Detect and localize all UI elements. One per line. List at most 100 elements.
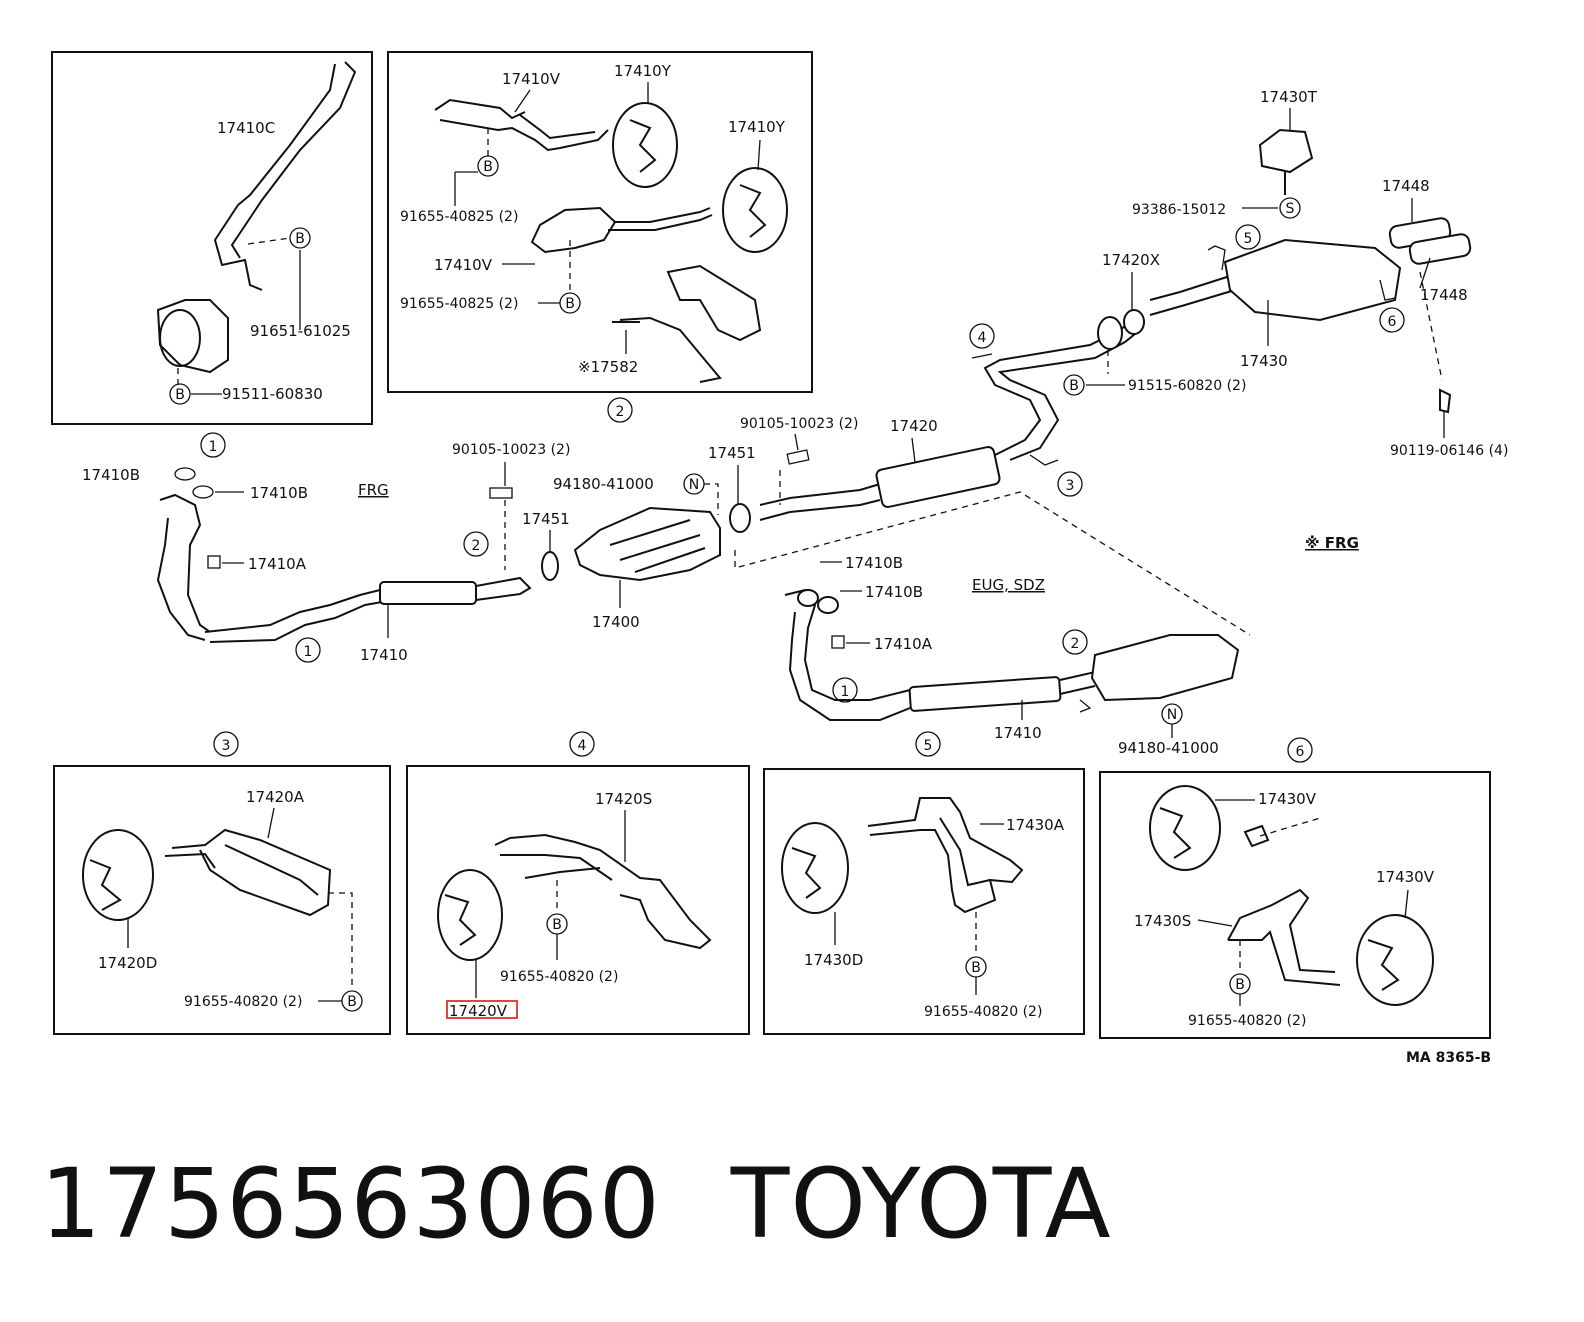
label-17420: 17420 bbox=[890, 417, 938, 435]
bracket-17430s-drawing bbox=[1149, 785, 1434, 1006]
label-17410a: 17410A bbox=[874, 635, 933, 653]
label-17420d: 17420D bbox=[98, 954, 157, 972]
callout-number: 5 bbox=[924, 738, 933, 754]
exhaust-parts-diagram: 17410C B 91651-61025 B 91511-60830 1 174… bbox=[51, 51, 1508, 1066]
callout-number: 1 bbox=[841, 684, 850, 700]
callout-number: 5 bbox=[1244, 231, 1253, 247]
label-17410a: 17410A bbox=[248, 555, 307, 573]
exhaust-assembly-main bbox=[156, 128, 1472, 643]
callout-circle-3 bbox=[213, 731, 239, 757]
circle-b-marker bbox=[1063, 374, 1085, 396]
label-17400: 17400 bbox=[592, 613, 640, 631]
label-17430v: 17430V bbox=[1376, 868, 1435, 886]
label-17420s: 17420S bbox=[595, 790, 652, 808]
label-17430s: 17430S bbox=[1134, 912, 1191, 930]
highlighted-part-box bbox=[446, 1000, 518, 1019]
callout-circle-2 bbox=[607, 397, 633, 423]
inset-box-3 bbox=[53, 765, 391, 1035]
label-17448: 17448 bbox=[1382, 177, 1430, 195]
callout-circle-6 bbox=[1379, 307, 1405, 333]
label-90119-06146: 90119-06146 (4) bbox=[1390, 443, 1508, 459]
label-17420v-highlighted: 17420V bbox=[449, 1002, 508, 1020]
label-17451: 17451 bbox=[522, 510, 570, 528]
inset-box-5 bbox=[763, 768, 1085, 1035]
label-17410b: 17410B bbox=[845, 554, 903, 572]
bracket-17420a-drawing bbox=[82, 828, 332, 921]
label-91655-40820: 91655-40820 (2) bbox=[500, 969, 618, 985]
callout-circle-1 bbox=[295, 637, 321, 663]
callout-circle-2 bbox=[463, 531, 489, 557]
callout-circle-3 bbox=[1057, 471, 1083, 497]
label-91655-40820: 91655-40820 (2) bbox=[924, 1004, 1042, 1020]
callout-circle-1 bbox=[832, 677, 858, 703]
label-17420x: 17420X bbox=[1102, 251, 1160, 269]
circle-s-marker bbox=[1279, 197, 1301, 219]
label-91655-40820: 91655-40820 (2) bbox=[1188, 1013, 1306, 1029]
brand-name: TOYOTA bbox=[730, 1148, 1112, 1260]
callout-number: 6 bbox=[1388, 314, 1397, 330]
exhaust-assembly-variant bbox=[784, 588, 1240, 721]
callout-number: 6 bbox=[1296, 744, 1305, 760]
circle-b-text: B bbox=[483, 159, 493, 175]
inset-box-2 bbox=[387, 51, 813, 393]
label-frg-note: ※ FRG bbox=[1305, 534, 1359, 552]
circle-n-text: N bbox=[689, 477, 699, 493]
circle-b-text: B bbox=[971, 960, 981, 976]
label-17410y: 17410Y bbox=[614, 62, 672, 80]
circle-b-text: B bbox=[347, 994, 357, 1010]
callout-circle-6 bbox=[1287, 737, 1313, 763]
label-91511-60830: 91511-60830 bbox=[222, 385, 323, 403]
part-number: 1756563060 bbox=[40, 1148, 661, 1260]
hanger-17410v-drawing bbox=[434, 98, 788, 383]
label-90105-10023: 90105-10023 (2) bbox=[740, 416, 858, 432]
label-eug-sdz: EUG, SDZ bbox=[972, 576, 1045, 594]
label-94180-41000: 94180-41000 bbox=[1118, 739, 1219, 757]
circle-b-text: B bbox=[1235, 977, 1245, 993]
bracket-17420s-drawing bbox=[437, 833, 712, 961]
inset-box-6 bbox=[1099, 771, 1491, 1039]
label-91655-40820: 91655-40820 (2) bbox=[184, 994, 302, 1010]
inset-box-1 bbox=[51, 51, 373, 425]
label-17410y: 17410Y bbox=[728, 118, 786, 136]
label-17451: 17451 bbox=[708, 444, 756, 462]
label-17582: ※17582 bbox=[578, 358, 638, 376]
footer-part-caption: 1756563060 TOYOTA bbox=[40, 1148, 1182, 1260]
callout-number: 1 bbox=[209, 439, 218, 455]
label-17430v: 17430V bbox=[1258, 790, 1317, 808]
circle-b-text: B bbox=[1069, 378, 1079, 394]
label-93386-15012: 93386-15012 bbox=[1132, 202, 1226, 218]
callout-circle-4 bbox=[569, 731, 595, 757]
callout-circle-1 bbox=[200, 432, 226, 458]
circle-b-text: B bbox=[295, 231, 305, 247]
circle-b-marker bbox=[559, 292, 581, 314]
label-17448: 17448 bbox=[1420, 286, 1468, 304]
circle-b-text: B bbox=[552, 917, 562, 933]
label-17430t: 17430T bbox=[1260, 88, 1318, 106]
circle-b-marker bbox=[289, 227, 311, 249]
bracket-17430a-drawing bbox=[781, 797, 1024, 914]
callout-number: 4 bbox=[578, 738, 587, 754]
callout-number: 4 bbox=[978, 330, 987, 346]
callout-circle-4 bbox=[969, 323, 995, 349]
inset-box-4 bbox=[406, 765, 750, 1035]
label-17410b: 17410B bbox=[250, 484, 308, 502]
label-17410b: 17410B bbox=[82, 466, 140, 484]
circle-n-text: N bbox=[1167, 707, 1177, 723]
label-17410b: 17410B bbox=[865, 583, 923, 601]
label-17410: 17410 bbox=[360, 646, 408, 664]
callout-number: 3 bbox=[222, 738, 231, 754]
label-90105-10023: 90105-10023 (2) bbox=[452, 442, 570, 458]
callout-number: 3 bbox=[1066, 478, 1075, 494]
variant-dashed-link bbox=[734, 491, 1251, 636]
label-17410v: 17410V bbox=[502, 70, 561, 88]
label-17420a: 17420A bbox=[246, 788, 305, 806]
callout-circle-5 bbox=[915, 731, 941, 757]
circle-b-marker bbox=[341, 990, 363, 1012]
label-17430: 17430 bbox=[1240, 352, 1288, 370]
label-91655-40825: 91655-40825 (2) bbox=[400, 296, 518, 312]
label-17430a: 17430A bbox=[1006, 816, 1065, 834]
bracket-17410c-drawing bbox=[156, 61, 357, 374]
label-91651-61025: 91651-61025 bbox=[250, 322, 351, 340]
callout-number: 1 bbox=[304, 644, 313, 660]
callout-number: 2 bbox=[1071, 636, 1080, 652]
